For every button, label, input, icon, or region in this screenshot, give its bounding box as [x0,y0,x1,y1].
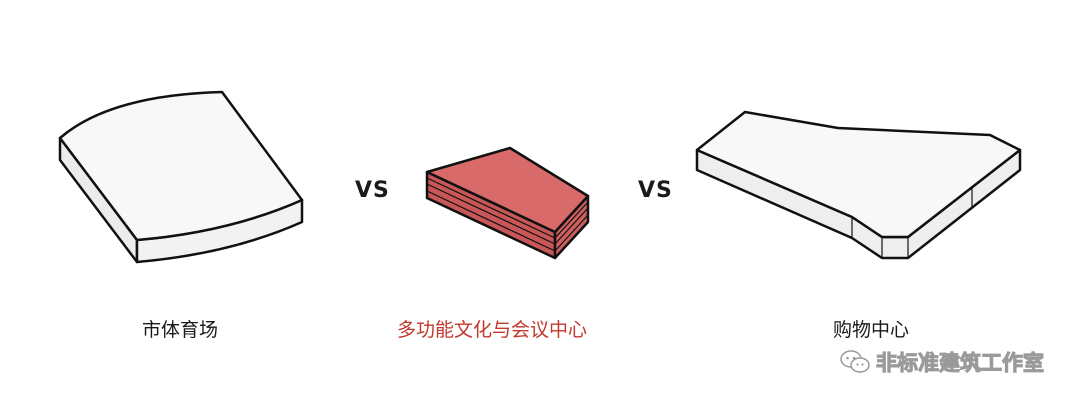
caption-stadium: 市体育场 [142,319,219,341]
culture-layer-line-1 [426,177,556,239]
culture-layer-line-5 [554,207,589,245]
shopping-top [695,110,1022,239]
vs-label-1: VS [355,178,390,203]
culture-layer-line-4 [554,201,589,239]
stadium-volume [58,90,304,264]
stadium-top [58,90,304,242]
wechat-icon [840,349,870,375]
culture-layer-line-6 [554,214,589,252]
culture-top [425,146,590,234]
culture-layer-line-2 [426,183,556,245]
shopping-center-volume [695,110,1022,260]
culture-center-volume [425,146,590,260]
vs-label-2: VS [638,178,673,203]
caption-shopping-center: 购物中心 [833,319,910,341]
watermark-text: 非标准建筑工作室 [876,351,1045,376]
culture-layer-line-3 [426,190,556,252]
caption-culture-center: 多功能文化与会议中心 [397,319,588,341]
watermark: 非标准建筑工作室 [840,347,1045,377]
